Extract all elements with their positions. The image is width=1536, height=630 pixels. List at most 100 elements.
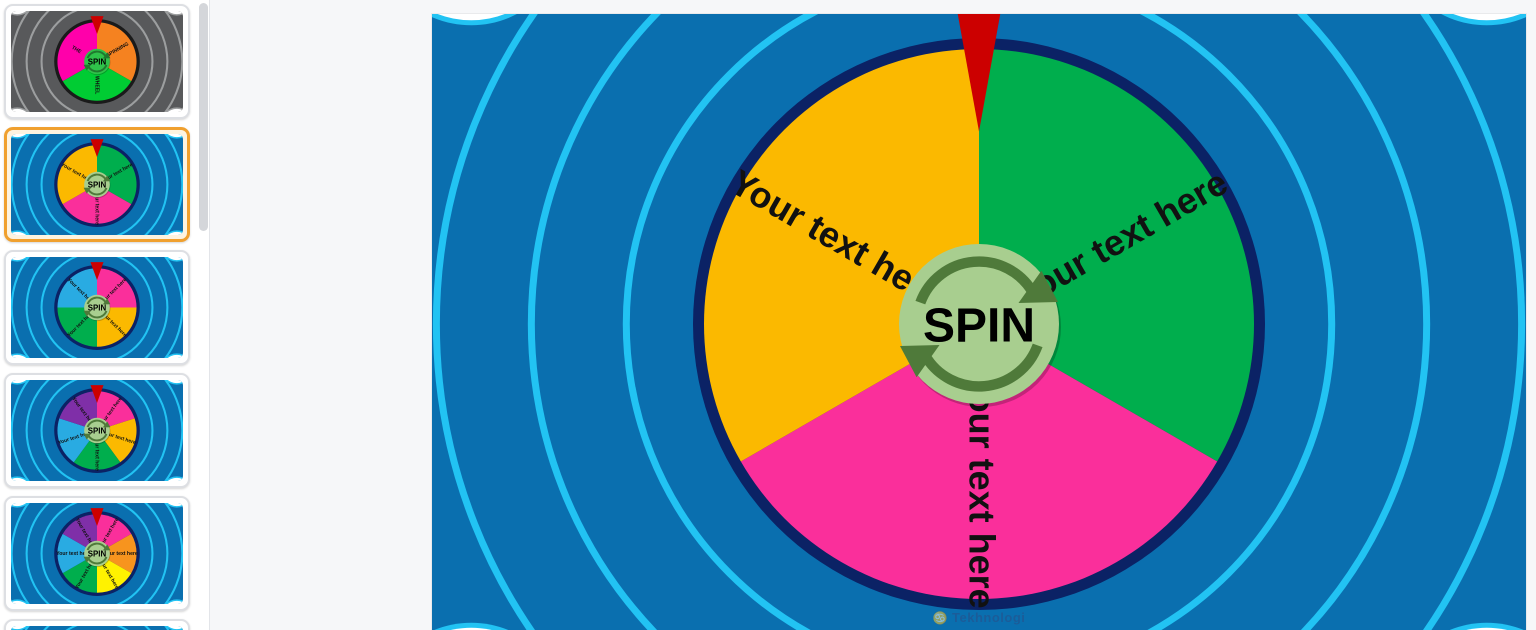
wheel-segment-5 — [59, 391, 97, 431]
segment-label-2: Your text here — [94, 191, 100, 225]
spin-arrow-head-icon — [83, 64, 92, 71]
node-circle-4 — [167, 477, 183, 481]
decorative-arc-3 — [11, 134, 183, 235]
spin-button — [84, 294, 110, 321]
node-circle-3 — [11, 354, 27, 358]
wheel-pointer-icon — [90, 508, 104, 527]
node-circle-1 — [11, 503, 27, 507]
spin-arrow-top-icon — [86, 173, 107, 182]
wheel-segment-3 — [97, 553, 132, 593]
node-circle-2 — [167, 257, 183, 261]
spin-button-label: SPIN — [88, 549, 107, 558]
node-circle-1 — [11, 626, 27, 630]
spin-arrow-head-icon — [899, 344, 940, 378]
spin-button-label: SPIN — [88, 180, 107, 189]
node-circle-3 — [11, 108, 27, 112]
node-circle-3 — [11, 477, 27, 481]
segment-label-2: Your text here — [961, 369, 1002, 608]
spin-button — [84, 540, 110, 567]
spin-button — [899, 244, 1059, 404]
node-circle-4 — [167, 231, 183, 235]
spin-arrow-bottom-icon — [87, 310, 108, 319]
wheel-pointer-icon — [90, 385, 104, 404]
decorative-arc-3 — [11, 380, 183, 481]
decorative-arc-3 — [11, 503, 183, 604]
spin-arrow-top-icon — [86, 50, 107, 59]
node-circle-2 — [167, 380, 183, 384]
node-circle-4 — [167, 354, 183, 358]
decorative-arc-2 — [25, 134, 169, 235]
wheel-segment-3 — [57, 307, 97, 347]
wheel-segment-1 — [97, 391, 135, 431]
node-circle-1 — [11, 11, 27, 15]
node-circle-1 — [437, 14, 505, 21]
spin-arrow-head-icon — [83, 310, 92, 317]
wheel-segments — [57, 268, 137, 347]
wheel-segment-3 — [73, 430, 121, 470]
spin-arrow-head-icon — [83, 433, 92, 440]
decorative-arc-1 — [622, 14, 1336, 630]
segment-label-2: WHEEL — [94, 76, 100, 94]
spin-arrow-head-icon — [102, 298, 111, 305]
decorative-arc-2 — [25, 503, 169, 604]
spin-button — [84, 171, 110, 198]
wheel-pointer-icon — [90, 262, 104, 281]
spin-arrow-top-icon — [86, 542, 107, 551]
spin-arrow-head-icon — [83, 187, 92, 194]
segment-label-5: Your text here — [56, 551, 90, 557]
decorative-arc-1 — [40, 11, 154, 112]
node-circle-2 — [167, 503, 183, 507]
spin-button-label: SPIN — [88, 303, 107, 312]
wheel-segment-2 — [97, 307, 137, 347]
wheel-segment-1 — [97, 268, 137, 308]
decorative-arc-1 — [40, 503, 154, 604]
spin-arrow-head-icon — [1018, 270, 1059, 304]
spin-arrow-head-icon — [102, 421, 111, 428]
node-circle-3 — [11, 600, 27, 604]
spin-button-label: SPIN — [88, 426, 107, 435]
segment-label-3: THE — [70, 45, 82, 56]
wheel-segment-4 — [62, 553, 97, 593]
wheel-segment-2 — [62, 61, 132, 101]
node-circle-1 — [11, 380, 27, 384]
rail-divider — [209, 0, 210, 630]
wheel-pointer-icon — [90, 139, 104, 158]
node-circle-1 — [11, 134, 27, 138]
wheel-segments — [57, 514, 137, 593]
spin-arrow-bottom-icon — [920, 343, 1043, 392]
node-circle-3 — [450, 627, 492, 630]
wheel-segment-5 — [57, 533, 97, 574]
spin-arrow-top-icon — [86, 296, 107, 305]
slide-rail-scrollbar-track[interactable] — [199, 0, 208, 630]
spin-button — [84, 48, 110, 75]
decorative-arc-3 — [433, 14, 1525, 630]
node-circle-2 — [167, 11, 183, 15]
slide-rail-scrollbar-thumb[interactable] — [199, 3, 208, 231]
node-halo-4 — [1449, 622, 1524, 630]
node-circle-2 — [167, 134, 183, 138]
spin-arrow-bottom-icon — [87, 556, 108, 565]
spin-button — [84, 417, 110, 444]
decorative-arc-1 — [40, 134, 154, 235]
spin-arrow-top-icon — [915, 256, 1038, 305]
decorative-arc-2 — [25, 257, 169, 358]
wheel-segment-2 — [97, 533, 137, 574]
